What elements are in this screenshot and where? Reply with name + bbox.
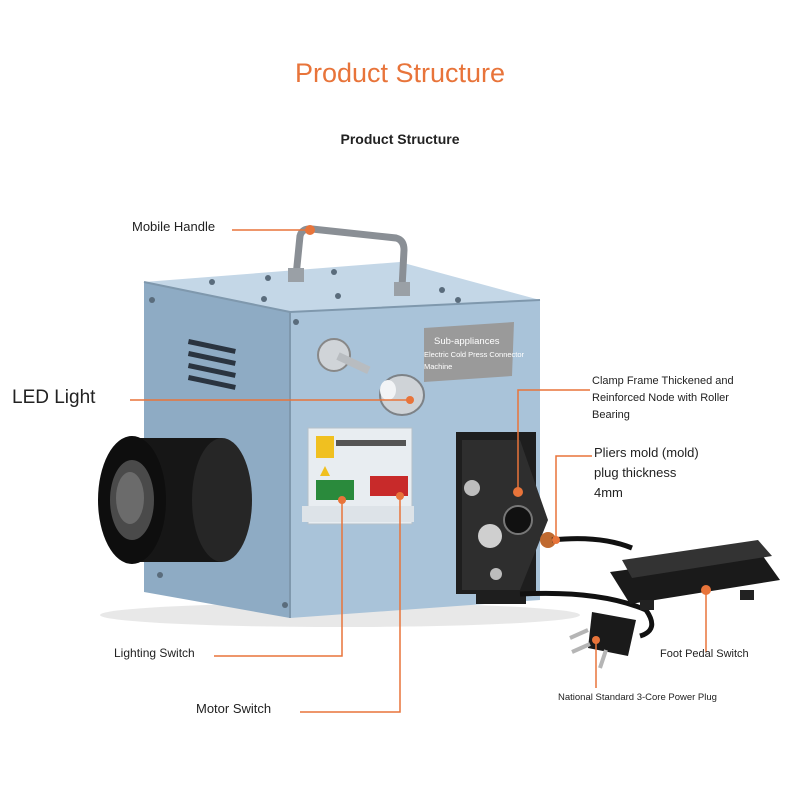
led-lamp (317, 338, 425, 416)
lighting-switch-button (316, 480, 354, 500)
label-clamp-frame-2: Reinforced Node with Roller (592, 392, 729, 404)
leader-pliers-mold (555, 455, 592, 540)
mobile-handle (292, 225, 408, 292)
leader-clamp-frame (517, 389, 590, 492)
diagram-subtitle: Product Structure (340, 131, 460, 147)
page-title: Product Structure (294, 58, 506, 88)
plate-text-line1: Sub-appliances (434, 336, 500, 347)
label-motor-switch: Motor Switch (196, 701, 272, 716)
label-pliers-mold-1: Pliers mold (mold) (594, 445, 699, 460)
label-pliers-mold-3: 4mm (594, 485, 623, 500)
label-led-light: LED Light (12, 387, 96, 408)
motor-housing (98, 436, 252, 564)
leader-lighting-switch (214, 500, 343, 657)
machine-top-panel (144, 262, 540, 312)
label-pliers-mold-2: plug thickness (594, 465, 677, 480)
label-lighting-switch: Lighting Switch (114, 646, 195, 660)
label-power-plug: National Standard 3-Core Power Plug (558, 692, 717, 703)
plate-text-line2: Electric Cold Press Connector (424, 350, 525, 359)
plate-text-line3: Machine (424, 362, 453, 371)
leader-motor-switch (300, 496, 401, 713)
label-foot-pedal-switch: Foot Pedal Switch (660, 648, 749, 660)
clamp-frame (456, 432, 556, 604)
name-plate (424, 322, 514, 382)
label-mobile-handle: Mobile Handle (132, 219, 216, 234)
label-clamp-frame-1: Clamp Frame Thickened and (592, 375, 734, 387)
power-plug (569, 612, 636, 669)
motor-switch-button (370, 476, 408, 496)
label-clamp-frame-3: Bearing (592, 409, 630, 421)
foot-pedal (610, 540, 780, 610)
